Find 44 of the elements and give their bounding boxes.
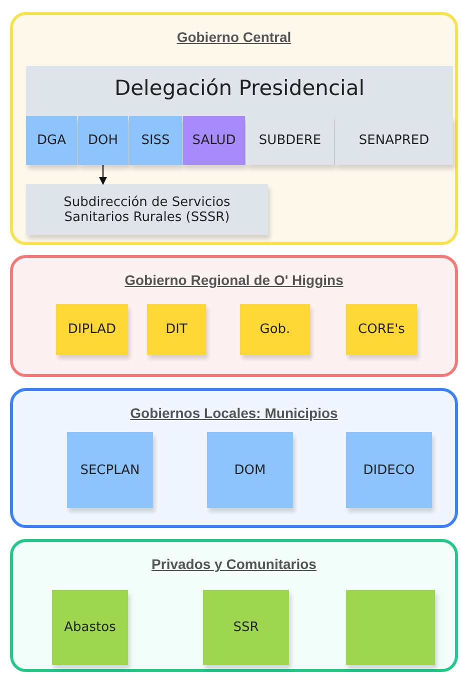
unit-label: DGA [37,133,66,148]
group-heading: Privados y Comunitarios [152,556,316,572]
sticky-note [346,432,432,508]
sticky-note [346,590,435,665]
sticky-note [246,116,334,165]
group-panel [10,388,458,528]
sticky-note [52,590,128,665]
group-panel [10,539,458,672]
unit-label: DIPLAD [68,322,116,337]
unit-label: Abastos [64,620,116,635]
arrow [99,165,107,185]
group-heading: Gobierno Regional de O' Higgins [124,272,344,288]
sticky-note [203,590,289,665]
unit-label: SSR [233,620,259,635]
group-heading: Gobierno Central [176,29,292,45]
sticky-note [335,116,453,165]
sticky-note [207,432,293,508]
band-heading: Delegación Presidencial [114,76,365,100]
unit-label: SISS [141,133,170,148]
sticky-note [240,304,310,355]
unit-label: DOM [234,462,266,478]
sticky-note [26,116,77,165]
header-band [26,66,453,165]
unit-label: DIT [166,322,188,337]
unit-label: Gob. [260,322,290,337]
unit-label: SALUD [192,133,236,148]
unit-label: DOH [88,133,118,148]
sticky-note [147,304,206,355]
unit-label: SUBDERE [258,133,322,148]
unit-label: DIDECO [363,462,415,478]
group-panel [10,12,458,245]
sticky-note [346,304,417,355]
sticky-note [183,116,245,165]
sticky-note [56,304,128,355]
unit-label: SENAPRED [358,133,430,148]
sticky-note [67,432,153,508]
unit-label: CORE's [358,322,405,337]
unit-label: SECPLAN [80,462,140,478]
group-heading: Gobiernos Locales: Municipios [130,405,338,421]
sticky-note [26,184,268,235]
unit-label: Subdirección de Servicios Sanitarios Rurales (SSSR) [62,194,232,224]
sticky-note [78,116,128,165]
group-panel [10,255,458,377]
sticky-note [129,116,182,165]
